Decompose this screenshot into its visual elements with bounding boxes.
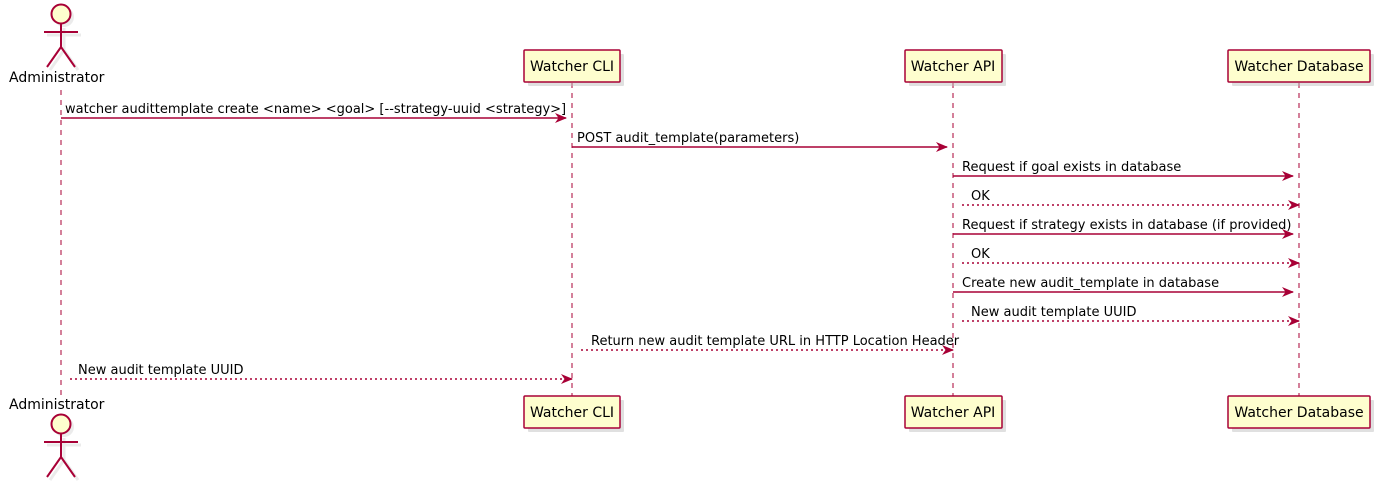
message-8[interactable]: New audit template UUID	[959, 305, 1300, 326]
message-label: Request if goal exists in database	[962, 160, 1181, 175]
message-1[interactable]: watcher audittemplate create <name> <goa…	[61, 102, 567, 123]
message-5[interactable]: Request if strategy exists in database (…	[953, 218, 1294, 239]
actor-icon	[44, 413, 78, 478]
participant-box	[523, 49, 621, 83]
participant-label-watcher-database-bottom: Watcher Database	[1234, 405, 1363, 421]
messages: watcher audittemplate create <name> <goa…	[61, 102, 1300, 384]
participant-watcher-database-top[interactable]: Watcher Database	[1227, 49, 1374, 86]
message-label: OK	[971, 189, 990, 204]
actor-icon	[44, 3, 78, 68]
lifelines	[60, 83, 1300, 396]
message-2[interactable]: POST audit_template(parameters)	[572, 131, 948, 152]
participant-box	[904, 49, 1003, 83]
actor-administrator-bottom[interactable]: Administrator	[9, 397, 105, 481]
message-label: POST audit_template(parameters)	[577, 131, 799, 146]
message-9[interactable]: Return new audit template URL in HTTP Lo…	[578, 334, 960, 355]
actor-label-administrator-top: Administrator	[9, 70, 105, 86]
participant-label-watcher-api-top: Watcher API	[911, 59, 996, 75]
participant-watcher-api-top[interactable]: Watcher API	[904, 49, 1006, 86]
participant-box	[523, 395, 621, 429]
message-label: New audit template UUID	[78, 363, 243, 378]
message-7[interactable]: Create new audit_template in database	[953, 276, 1294, 297]
participant-label-watcher-api-bottom: Watcher API	[911, 405, 996, 421]
message-10[interactable]: New audit template UUID	[67, 363, 573, 384]
message-label: Request if strategy exists in database (…	[962, 218, 1291, 233]
participant-label-watcher-cli-top: Watcher CLI	[530, 59, 614, 75]
message-3[interactable]: Request if goal exists in database	[953, 160, 1294, 181]
participant-watcher-cli-bottom[interactable]: Watcher CLI	[523, 395, 624, 432]
participant-label-watcher-database-top: Watcher Database	[1234, 59, 1363, 75]
participant-box	[1227, 49, 1371, 83]
message-label: New audit template UUID	[971, 305, 1136, 320]
message-label: Create new audit_template in database	[962, 276, 1219, 291]
participant-watcher-database-bottom[interactable]: Watcher Database	[1227, 395, 1374, 432]
message-label: Return new audit template URL in HTTP Lo…	[591, 334, 960, 349]
message-label: watcher audittemplate create <name> <goa…	[65, 102, 566, 117]
message-6[interactable]: OK	[959, 247, 1300, 268]
participant-label-watcher-cli-bottom: Watcher CLI	[530, 405, 614, 421]
participant-watcher-cli-top[interactable]: Watcher CLI	[523, 49, 624, 86]
message-4[interactable]: OK	[959, 189, 1300, 210]
actor-label-administrator-bottom: Administrator	[9, 397, 105, 413]
participant-watcher-api-bottom[interactable]: Watcher API	[904, 395, 1006, 432]
actor-administrator-top[interactable]: Administrator	[9, 3, 105, 87]
participant-box	[1227, 395, 1371, 429]
message-label: OK	[971, 247, 990, 262]
participant-box	[904, 395, 1003, 429]
